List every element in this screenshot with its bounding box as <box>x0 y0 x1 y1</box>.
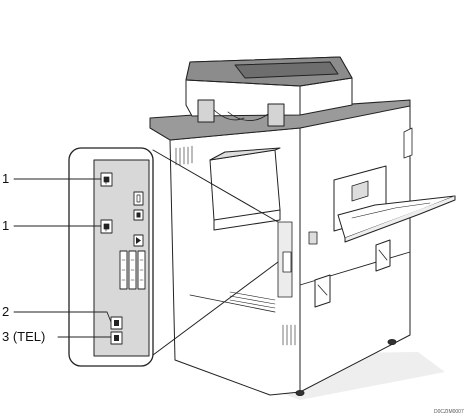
wheel-front <box>295 390 305 396</box>
wheel-right <box>387 339 397 345</box>
expansion-slots <box>119 250 146 290</box>
vent-left <box>175 145 193 166</box>
machine-right-side <box>299 104 411 393</box>
figure-code: D0CZIM0007 <box>434 409 464 415</box>
power-switch <box>308 231 318 245</box>
callout-label-1b: 1 <box>2 218 10 233</box>
side-handle <box>403 127 413 159</box>
adf-tray-lid <box>234 61 339 79</box>
tray-guide <box>351 180 369 202</box>
hinge-right <box>267 103 285 127</box>
latch-left <box>314 274 331 308</box>
callout-label-2: 2 <box>2 304 10 319</box>
side-cover <box>209 149 281 221</box>
callout-label-3: 3 (TEL) <box>2 329 46 344</box>
side-cover-top <box>209 147 281 161</box>
vent-bottom <box>229 291 296 346</box>
leader-line-2 <box>13 311 112 323</box>
zoom-projection-top <box>152 149 279 223</box>
zoom-projection-bottom <box>152 261 279 356</box>
callout-label-1a: 1 <box>2 171 10 186</box>
hinge-left <box>197 99 215 123</box>
